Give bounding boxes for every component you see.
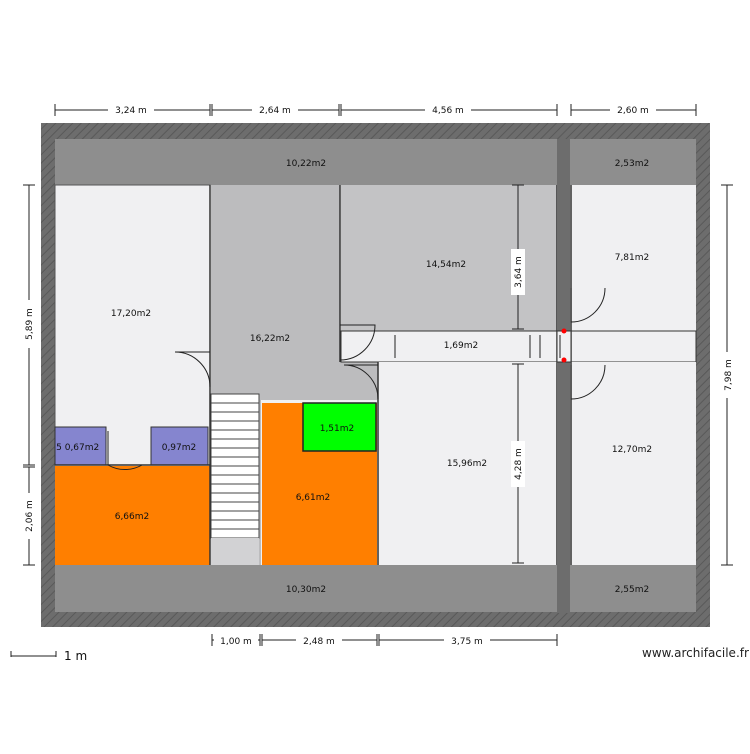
label-room-orange-left: 6,66m2 [115,512,150,522]
stairs-icon [210,393,260,565]
door-swing-icon [107,287,606,471]
dim-inner-2: 4,28 m [514,448,524,480]
label-roof-top-main: 10,22m2 [286,159,326,169]
label-room-orange-center: 6,61m2 [296,493,331,503]
room-right-bottom [571,362,696,565]
watermark[interactable]: www.archifacile.fr [642,646,749,660]
label-closet-left-b: 0,97m2 [162,443,197,453]
label-corridor: 1,69m2 [444,341,479,351]
label-roof-bottom-main: 10,30m2 [286,585,326,595]
label-closet-left-a: 0,67m2 [65,443,100,453]
closet-left-b [150,426,209,466]
room-green [302,402,377,452]
room-center-bottom [378,362,557,565]
label-room-right-top: 7,81m2 [615,253,650,263]
door-marker [561,328,567,334]
partition-wall-interior [557,185,570,565]
room-right-top [571,185,696,331]
dim-top-2: 2,64 m [259,106,291,116]
dim-bottom-3: 3,75 m [451,637,483,647]
room-left [54,184,211,466]
dim-bottom-2: 2,48 m [303,637,335,647]
closet-left-a [54,426,107,466]
label-roof-top-right: 2,53m2 [615,159,650,169]
dim-left-2: 2,06 m [25,500,35,532]
dim-top-4: 2,60 m [617,106,649,116]
dim-inner-1: 3,64 m [514,256,524,288]
dim-top-1: 3,24 m [115,106,147,116]
room-orange-left [55,466,210,565]
dim-top-3: 4,56 m [432,106,464,116]
label-room-green: 1,51m2 [320,424,355,434]
roof-zone-bottom-right [570,565,696,612]
label-closet-left-a-prefix: 5 [56,443,62,453]
scale-label: 1 m [64,649,87,663]
label-room-right-bottom: 12,70m2 [612,445,652,455]
dim-bottom-1: 1,00 m [220,637,252,647]
label-roof-bottom-right: 2,55m2 [615,585,650,595]
door-marker [561,357,567,363]
dim-right: 7,98 m [724,359,734,391]
corridor-opening [556,330,572,363]
label-room-center-top: 14,54m2 [426,260,466,270]
roof-zone-top-right [570,139,696,185]
corridor [340,330,697,363]
label-room-left: 17,20m2 [111,309,151,319]
label-room-center-bottom: 15,96m2 [447,459,487,469]
dim-left-1: 5,89 m [25,308,35,340]
scale-bar: 1 m [10,649,87,663]
label-stair-hall: 16,22m2 [250,334,290,344]
roof-zone-top-main [55,139,557,185]
roof-zone-bottom-main [55,565,557,612]
